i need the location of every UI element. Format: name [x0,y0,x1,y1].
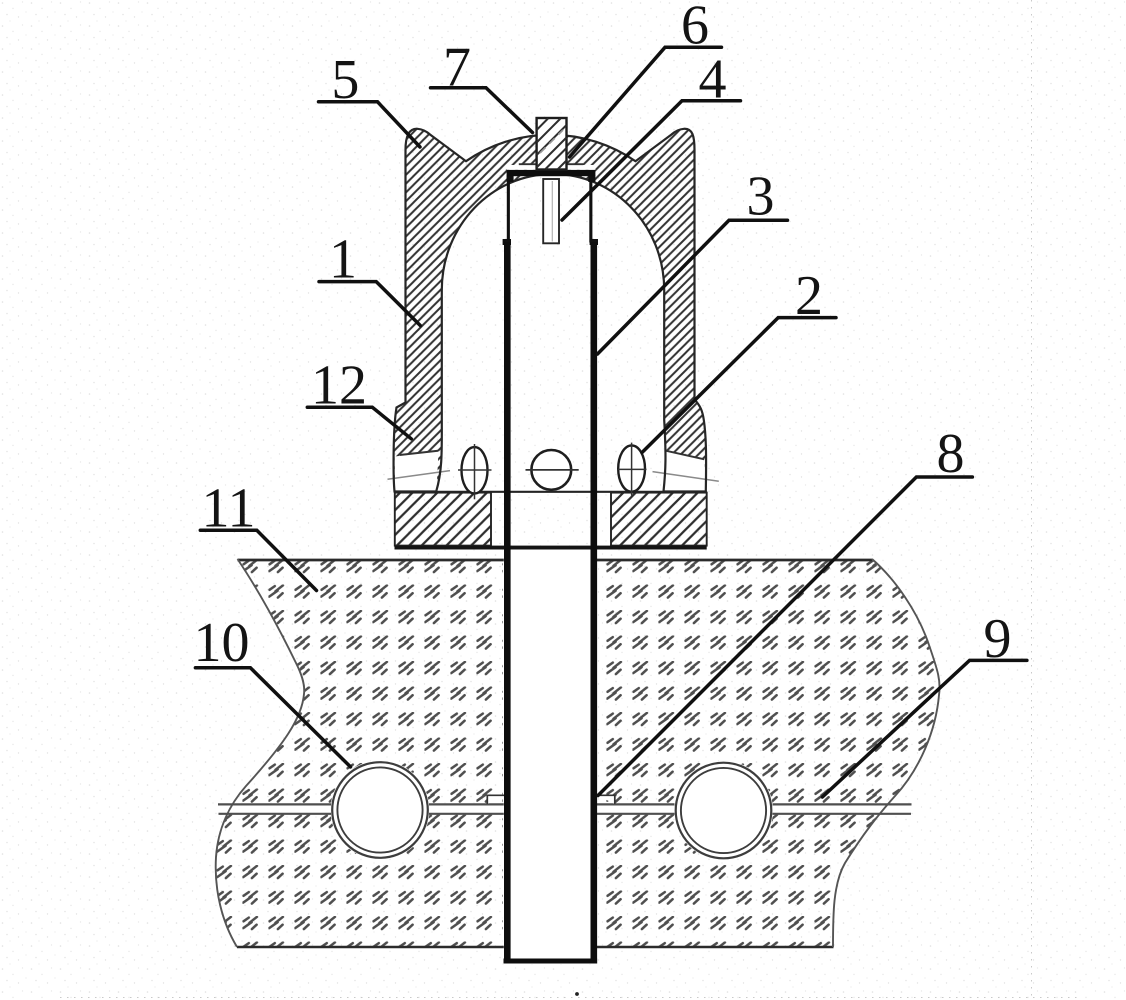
svg-text:4: 4 [699,49,727,111]
svg-text:9: 9 [984,608,1012,670]
svg-text:11: 11 [202,478,256,540]
svg-text:10: 10 [194,612,250,674]
svg-text:2: 2 [795,265,823,327]
svg-text:1: 1 [329,229,357,291]
svg-text:8: 8 [937,423,965,485]
svg-text:5: 5 [331,49,359,111]
svg-text:3: 3 [747,166,775,228]
svg-text:7: 7 [443,37,471,99]
svg-text:12: 12 [311,355,367,417]
svg-text:6: 6 [681,0,709,57]
